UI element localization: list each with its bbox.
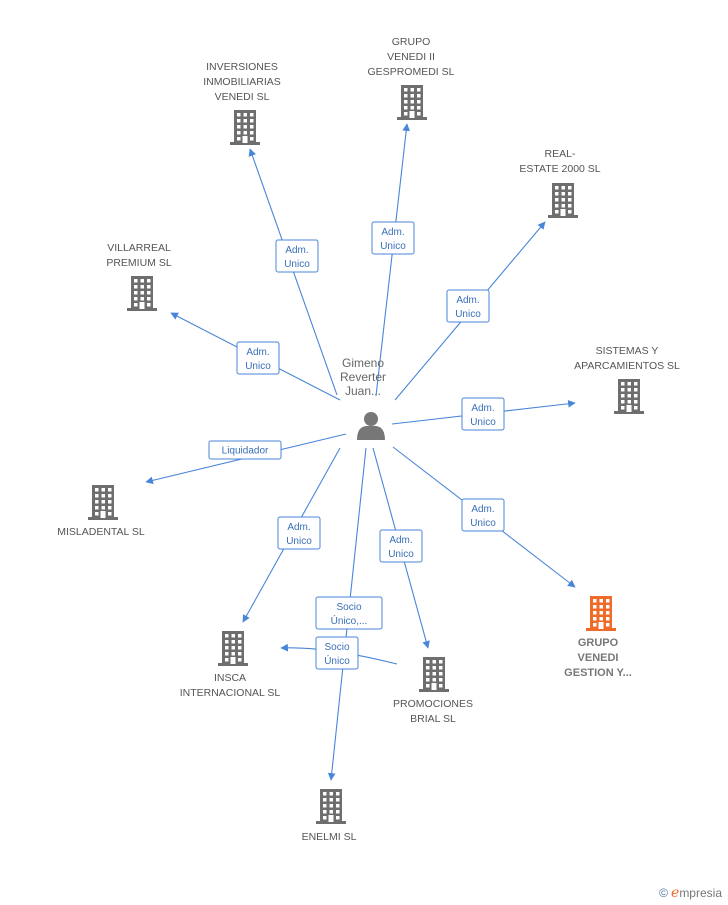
building-icon bbox=[419, 657, 449, 692]
edge-label-promociones: Adm.Unico bbox=[379, 529, 423, 563]
edge-label-misladental: Liquidador bbox=[208, 440, 282, 460]
company-name-misladental: MISLADENTAL SL bbox=[57, 526, 145, 538]
edge-label-text: Adm.Unico bbox=[245, 347, 271, 372]
edge-labels-layer: Adm.UnicoAdm.UnicoAdm.UnicoAdm.UnicoAdm.… bbox=[208, 221, 505, 670]
building-icon bbox=[218, 631, 248, 666]
building-icon bbox=[88, 485, 118, 520]
edge-label-insca: Adm.Unico bbox=[277, 516, 321, 550]
edge-label-text: Liquidador bbox=[222, 446, 269, 457]
person-icon bbox=[357, 412, 385, 440]
edge-label-text: Adm.Unico bbox=[455, 295, 481, 320]
edge-label-sistemas: Adm.Unico bbox=[461, 397, 505, 431]
brand-name: mpresia bbox=[679, 886, 722, 900]
edge-label-grupo-venedi-gestion: Adm.Unico bbox=[461, 498, 505, 532]
edge-label-text: Adm.Unico bbox=[284, 245, 310, 270]
building-icon bbox=[230, 110, 260, 145]
footer-brand[interactable]: ©empresia bbox=[659, 885, 722, 901]
building-icon bbox=[614, 379, 644, 414]
edge-label-text: Adm.Unico bbox=[380, 227, 406, 252]
edge-label-text: Adm.Unico bbox=[470, 403, 496, 428]
brand-logo-letter: e bbox=[671, 885, 680, 901]
edge-label-real-estate: Adm.Unico bbox=[446, 289, 490, 323]
edge-label-text: Adm.Unico bbox=[388, 535, 414, 560]
edge-label-villarreal: Adm.Unico bbox=[236, 341, 280, 375]
edge-line-grupo-venedi-ii bbox=[375, 123, 411, 397]
building-icon bbox=[316, 789, 346, 824]
company-name-enelmi: ENELMI SL bbox=[302, 831, 357, 843]
company-name-real-estate: REAL-ESTATE 2000 SL bbox=[519, 148, 600, 175]
building-icon bbox=[548, 183, 578, 218]
copyright-symbol: © bbox=[659, 886, 669, 900]
edge-label-grupo-venedi-ii: Adm.Unico bbox=[371, 221, 415, 255]
building-icon bbox=[586, 596, 616, 631]
edge-label-text: Adm.Unico bbox=[286, 522, 312, 547]
building-icon bbox=[397, 85, 427, 120]
edge-label-inversiones: Adm.Unico bbox=[275, 239, 319, 273]
building-icon bbox=[127, 276, 157, 311]
edge-label-text: Adm.Unico bbox=[470, 504, 496, 529]
